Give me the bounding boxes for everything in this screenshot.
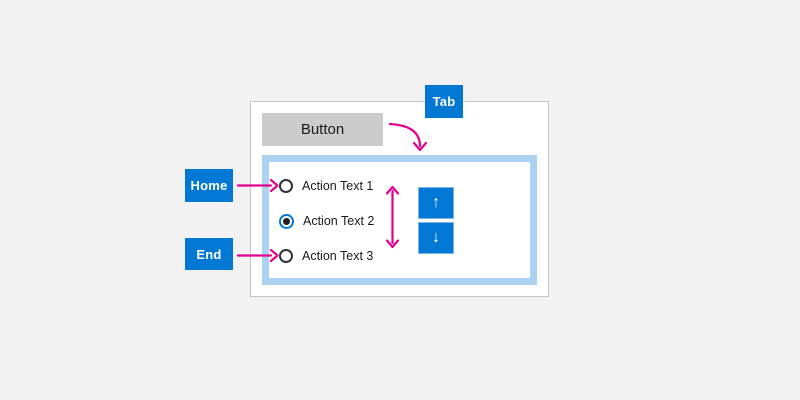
radio-option-1[interactable]: Action Text 1	[279, 178, 373, 194]
move-down-button[interactable]: ↓	[418, 222, 454, 254]
radio-icon[interactable]	[279, 179, 293, 193]
end-key-badge: End	[185, 238, 233, 270]
radio-option-2[interactable]: Action Text 2	[279, 213, 374, 229]
radio-option-3[interactable]: Action Text 3	[279, 248, 373, 264]
home-key-label: Home	[190, 178, 228, 193]
radio-option-label: Action Text 1	[302, 179, 374, 193]
move-up-button[interactable]: ↑	[418, 187, 454, 219]
button-label: Button	[300, 121, 345, 138]
radio-option-label: Action Text 3	[302, 249, 374, 263]
radio-icon[interactable]	[279, 249, 293, 263]
arrow-down-icon: ↓	[432, 229, 440, 246]
end-key-label: End	[196, 246, 222, 262]
tab-key-label: Tab	[432, 94, 456, 109]
arrow-up-icon: ↑	[432, 194, 440, 211]
tab-key-badge: Tab	[425, 85, 463, 118]
radio-option-label: Action Text 2	[303, 214, 375, 228]
button-control[interactable]: Button	[262, 113, 383, 146]
radio-group-frame	[262, 155, 537, 285]
home-key-badge: Home	[185, 169, 233, 202]
radio-icon-selected[interactable]	[279, 213, 294, 229]
